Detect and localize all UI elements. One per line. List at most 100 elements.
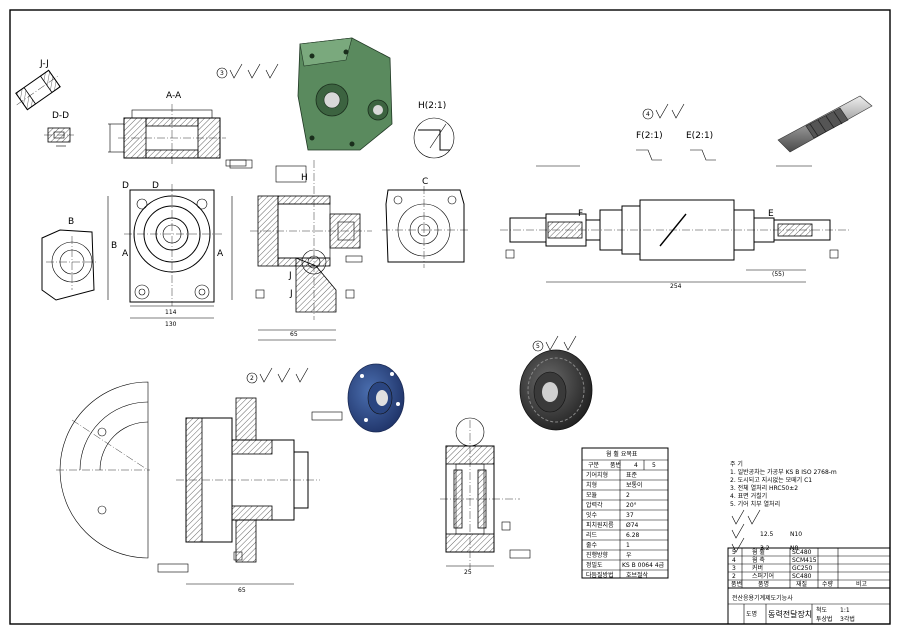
cover-3d-render — [347, 363, 405, 433]
svg-text:65: 65 — [290, 331, 298, 338]
svg-text:H(2:1): H(2:1) — [418, 101, 446, 111]
detail-f-label: F(2:1) — [636, 131, 663, 141]
housing-side-section: H J J 65 — [250, 160, 372, 341]
svg-text:리드: 리드 — [586, 531, 598, 539]
svg-text:재질: 재질 — [796, 580, 807, 588]
svg-text:5: 5 — [732, 549, 736, 556]
svg-text:정밀도: 정밀도 — [586, 561, 603, 569]
svg-text:3: 3 — [220, 70, 224, 77]
section-jj-view: J-J — [15, 59, 61, 111]
gear-table-title: 웜 휠 요목표 — [606, 450, 638, 458]
svg-text:3. 전체 열처리 HRC50±2: 3. 전체 열처리 HRC50±2 — [730, 484, 798, 492]
svg-text:J: J — [288, 271, 292, 281]
title-block-project: 동력전달장치 — [768, 609, 812, 619]
svg-text:A: A — [217, 249, 224, 259]
svg-text:피치원지름: 피치원지름 — [586, 521, 614, 529]
section-jj-label: J-J — [39, 59, 49, 69]
svg-text:커버: 커버 — [752, 564, 763, 572]
svg-text:2: 2 — [626, 492, 630, 499]
svg-text:5: 5 — [652, 462, 656, 469]
svg-text:진행방향: 진행방향 — [586, 551, 609, 559]
svg-text:비고: 비고 — [856, 580, 868, 588]
svg-text:4. 표면 거칠기: 4. 표면 거칠기 — [730, 492, 767, 500]
svg-text:25: 25 — [464, 569, 472, 576]
svg-text:압력각: 압력각 — [586, 501, 603, 509]
svg-text:H: H — [301, 173, 308, 183]
svg-text:우: 우 — [626, 552, 632, 559]
svg-text:SC480: SC480 — [792, 573, 812, 580]
svg-text:3: 3 — [732, 565, 736, 572]
svg-text:E: E — [768, 209, 774, 219]
svg-text:보통이: 보통이 — [626, 481, 643, 489]
section-aa-label: A-A — [166, 91, 182, 101]
worm-wheel-3d-render — [519, 349, 593, 431]
worm-shaft-drawing: 4 F(2:1) E(2:1) F E 254 (55) — [500, 103, 850, 290]
svg-text:5. 기어 치부 열처리: 5. 기어 치부 열처리 — [730, 500, 780, 508]
svg-text:SCM415: SCM415 — [792, 557, 817, 564]
svg-text:모듈: 모듈 — [586, 492, 598, 499]
svg-text:KS B 0064 4급: KS B 0064 4급 — [622, 562, 665, 569]
svg-text:N10: N10 — [790, 531, 802, 538]
svg-text:D: D — [122, 181, 129, 191]
view-c: C — [382, 177, 468, 268]
section-aa-view: A-A — [108, 91, 247, 167]
svg-text:1. 일반공차는 가공부 KS B ISO 2768-m: 1. 일반공차는 가공부 KS B ISO 2768-m — [730, 468, 837, 476]
svg-text:6.28: 6.28 — [626, 532, 640, 539]
svg-text:B: B — [68, 217, 74, 227]
housing-front-view: D D A A B 114 130 — [107, 159, 265, 328]
svg-text:1:1: 1:1 — [840, 607, 850, 614]
svg-text:웜 축: 웜 축 — [752, 556, 765, 564]
svg-text:5: 5 — [536, 343, 540, 350]
svg-text:114: 114 — [165, 309, 177, 316]
svg-text:줄수: 줄수 — [586, 542, 598, 549]
svg-text:SC480: SC480 — [792, 549, 812, 556]
svg-text:12.5: 12.5 — [760, 531, 774, 538]
svg-text:스퍼기어: 스퍼기어 — [752, 572, 774, 580]
housing-3d-render — [297, 37, 393, 151]
svg-text:척도: 척도 — [816, 606, 828, 614]
cover-drawing: 2 65 — [56, 367, 343, 594]
surface-symbol-top: 3 — [216, 63, 279, 79]
svg-text:B: B — [111, 241, 117, 251]
svg-text:주 기: 주 기 — [730, 460, 743, 468]
svg-text:표준: 표준 — [626, 472, 638, 479]
svg-text:품번: 품번 — [731, 580, 742, 588]
svg-text:4: 4 — [646, 111, 650, 118]
svg-text:4: 4 — [634, 462, 638, 469]
svg-text:Ø74: Ø74 — [626, 522, 639, 529]
svg-text:잇수: 잇수 — [586, 512, 598, 519]
gear-table-rows: 기어치형 표준 치형 보통이 모듈 2 압력각 20° 잇수 37 — [582, 471, 668, 579]
svg-text:1: 1 — [626, 542, 630, 549]
svg-text:65: 65 — [238, 587, 246, 594]
svg-text:투상법: 투상법 — [816, 615, 833, 623]
svg-text:구분: 구분 — [588, 462, 600, 469]
title-block-cert: 전산응용기계제도기능사 — [732, 594, 793, 602]
sheet-border — [9, 9, 891, 625]
svg-text:기어치형: 기어치형 — [586, 471, 608, 479]
svg-text:2: 2 — [250, 375, 254, 382]
svg-text:다듬질방법: 다듬질방법 — [586, 571, 614, 579]
svg-text:A: A — [122, 249, 129, 259]
title-block: 품번 품명 재질 수량 비고 5 웜 휠 SC480 4 웜 축 SCM415 … — [727, 547, 891, 625]
svg-text:130: 130 — [165, 321, 177, 328]
svg-text:품번: 품번 — [610, 461, 621, 469]
svg-text:도명: 도명 — [746, 610, 757, 618]
svg-text:F: F — [578, 209, 583, 219]
svg-text:20°: 20° — [626, 502, 637, 509]
svg-text:D: D — [152, 181, 159, 191]
detail-e-label: E(2:1) — [686, 131, 713, 141]
svg-text:J: J — [289, 289, 293, 299]
worm-wheel-drawing: 5 25 — [440, 335, 577, 576]
view-b: B — [41, 217, 98, 301]
section-dd-view: D-D — [44, 111, 74, 147]
svg-text:C: C — [422, 177, 428, 187]
svg-text:2: 2 — [732, 573, 736, 580]
svg-text:4: 4 — [732, 557, 736, 564]
svg-text:3각법: 3각법 — [840, 615, 855, 623]
section-dd-label: D-D — [52, 111, 69, 121]
detail-h-view: H(2:1) — [413, 101, 455, 159]
svg-text:254: 254 — [670, 283, 682, 290]
svg-text:(55): (55) — [772, 271, 784, 278]
svg-text:호브절삭: 호브절삭 — [626, 571, 649, 579]
